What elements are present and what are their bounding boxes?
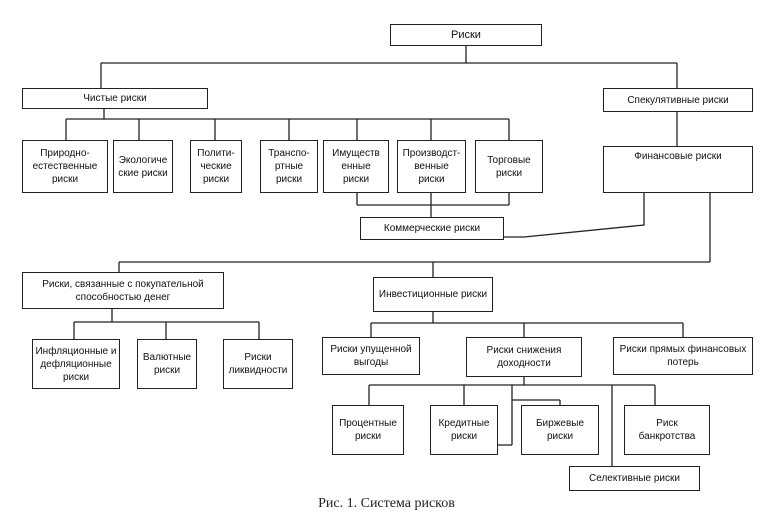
node-production-risks: Производст- венные риски (397, 140, 466, 193)
figure-caption: Рис. 1. Система рисков (318, 496, 455, 511)
node-ecological-risks: Экологиче ские риски (113, 140, 173, 193)
node-currency-risks: Валютные риски (137, 339, 197, 389)
node-speculative-risks: Спекулятивные риски (603, 88, 753, 112)
node-selective-risks: Селективные риски (569, 466, 700, 491)
node-pure-risks: Чистые риски (22, 88, 208, 109)
node-transport-risks: Транспо- ртные риски (260, 140, 318, 193)
node-political-risks: Полити- ческие риски (190, 140, 242, 193)
node-investment-risks: Инвестиционные риски (373, 277, 493, 312)
node-yield-decrease-risks: Риски снижения доходности (466, 337, 582, 377)
node-inflation-deflation-risks: Инфляционные и дефляционные риски (32, 339, 120, 389)
node-credit-risks: Кредитные риски (430, 405, 498, 455)
node-trade-risks: Торговые риски (475, 140, 543, 193)
node-liquidity-risks: Риски ликвидности (223, 339, 293, 389)
node-property-risks: Имуществ енные риски (323, 140, 389, 193)
node-risks: Риски (390, 24, 542, 46)
node-financial-risks: Финансовые риски (603, 146, 753, 193)
node-direct-financial-loss-risks: Риски прямых финансовых потерь (613, 337, 753, 375)
node-natural-risks: Природно- естественные риски (22, 140, 108, 193)
node-commercial-risks: Коммерческие риски (360, 217, 504, 240)
connector-lines (65, 46, 711, 466)
node-interest-rate-risks: Процентные риски (332, 405, 404, 455)
node-lost-profit-risks: Риски упущенной выгоды (322, 337, 420, 375)
node-bankruptcy-risk: Риск банкротства (624, 405, 710, 455)
node-exchange-risks: Биржевые риски (521, 405, 599, 455)
node-purchasing-power-risks: Риски, связанные с покупательной способн… (22, 272, 224, 309)
